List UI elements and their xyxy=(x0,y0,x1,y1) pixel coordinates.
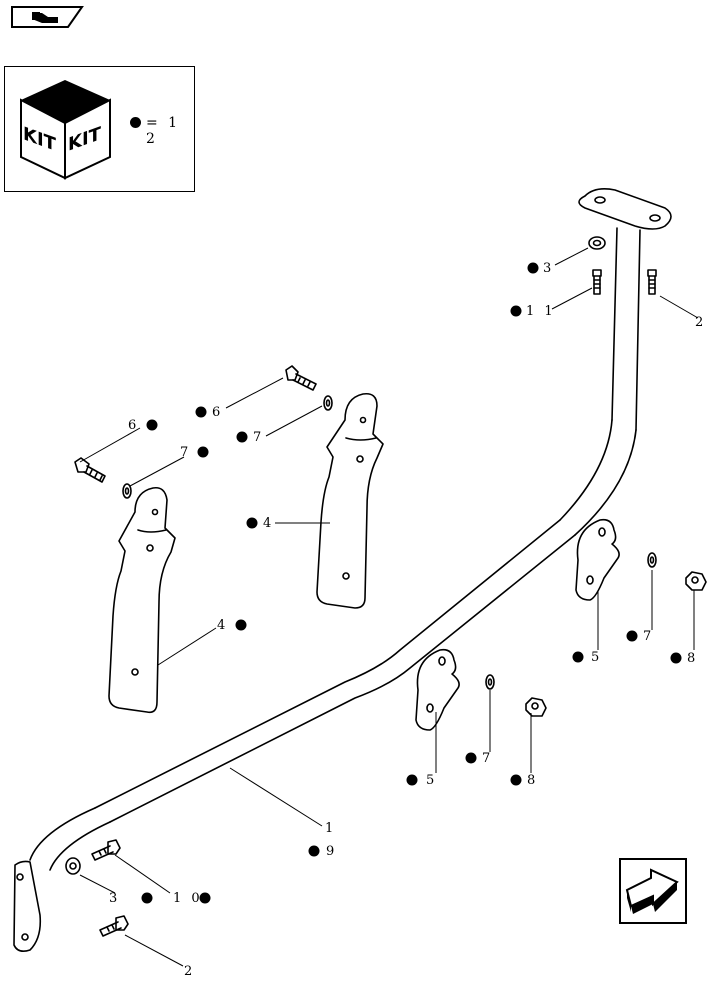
kit-bullet-icon xyxy=(197,446,209,458)
callout-4-b: 4 xyxy=(217,618,229,633)
arrow-next-icon[interactable] xyxy=(619,858,687,924)
kit-bullet-icon xyxy=(406,774,418,786)
washer-7-c xyxy=(647,552,657,568)
callout-1: 1 xyxy=(325,821,337,836)
strap-bracket-part-4-right xyxy=(316,392,384,609)
kit-box-icon xyxy=(20,80,111,180)
kit-bullet-icon xyxy=(146,419,158,431)
washer-7-a xyxy=(323,395,333,411)
kit-bullet-icon xyxy=(141,892,153,904)
nut-8-a xyxy=(685,571,707,591)
kit-bullet-icon xyxy=(246,517,258,529)
rod-assembly-part-1 xyxy=(13,188,672,952)
callout-11: 1 1 xyxy=(526,304,556,319)
clamp-part-5-right xyxy=(575,518,620,601)
callout-10: 1 0 xyxy=(173,891,203,906)
kit-bullet-icon xyxy=(130,117,141,128)
kit-bullet-icon xyxy=(235,619,247,631)
kit-bullet-icon xyxy=(465,752,477,764)
washer-7-b xyxy=(122,483,132,499)
book-hand-icon[interactable] xyxy=(10,5,84,29)
callout-7-c: 7 xyxy=(643,629,655,644)
kit-bullet-icon xyxy=(199,892,211,904)
callout-7-a: 7 xyxy=(253,430,265,445)
strap-bracket-part-4-left xyxy=(108,486,176,714)
callout-9: 9 xyxy=(326,844,338,859)
kit-bullet-icon xyxy=(510,305,522,317)
callout-2-top: 2 xyxy=(695,315,707,330)
kit-bullet-icon xyxy=(572,651,584,663)
kit-quantity-text: = 1 2 xyxy=(146,115,181,147)
callout-6-b: 6 xyxy=(128,418,140,433)
bolt-10 xyxy=(91,839,121,861)
kit-bullet-icon xyxy=(670,652,682,664)
callout-5-a: 5 xyxy=(591,650,603,665)
bolt-6-a xyxy=(285,365,317,391)
washer-7-d xyxy=(485,674,495,690)
kit-bullet-icon xyxy=(527,262,539,274)
callout-5-b: 5 xyxy=(426,773,438,788)
callout-7-b: 7 xyxy=(180,445,192,460)
callout-8-b: 8 xyxy=(527,773,539,788)
kit-legend-box: KIT KIT = 1 2 xyxy=(4,66,195,192)
washer-3-bottom xyxy=(65,857,81,875)
washer-3-top xyxy=(588,236,606,250)
kit-bullet-icon xyxy=(308,845,320,857)
bolt-2-top xyxy=(647,269,657,295)
callout-3-top: 3 xyxy=(543,261,555,276)
callout-2-bottom: 2 xyxy=(184,964,196,979)
callout-3-bottom: 3 xyxy=(109,891,121,906)
kit-bullet-icon xyxy=(510,774,522,786)
nut-8-b xyxy=(525,697,547,717)
bolt-2-bottom xyxy=(99,915,129,937)
bolt-11 xyxy=(592,269,602,295)
callout-7-d: 7 xyxy=(482,751,494,766)
callout-8-a: 8 xyxy=(687,651,699,666)
clamp-part-5-left xyxy=(415,648,460,731)
callout-4-a: 4 xyxy=(263,516,275,531)
bolt-6-b xyxy=(74,457,106,483)
kit-bullet-icon xyxy=(236,431,248,443)
kit-bullet-icon xyxy=(626,630,638,642)
callout-6-a: 6 xyxy=(212,405,224,420)
kit-bullet-icon xyxy=(195,406,207,418)
